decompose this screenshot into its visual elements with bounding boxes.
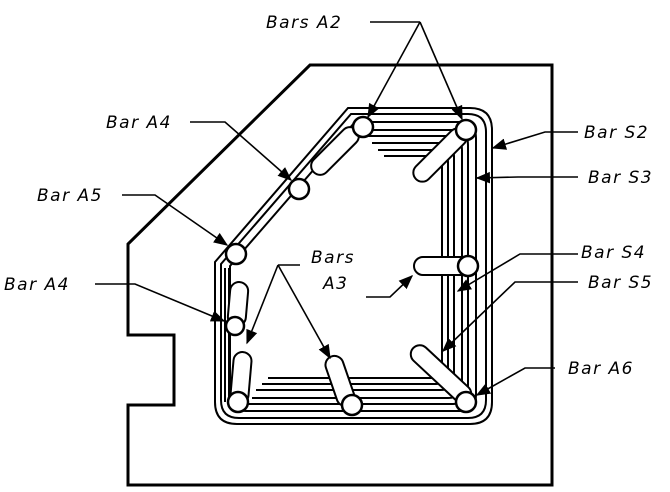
leader-bar-s3	[475, 171, 578, 184]
bar-a2-circle-right	[454, 118, 478, 142]
bar-a4-circle-diagonal	[287, 177, 311, 201]
leader-bar-s5	[441, 281, 578, 352]
leader-bars-a2-right-arrow	[419, 21, 463, 121]
label-bar-s2: Bar S2	[584, 123, 649, 143]
leader-bars-a2-left-arrow	[367, 21, 421, 119]
label-bars-a3-line2: A3	[322, 274, 348, 294]
bar-s4-circle	[456, 254, 480, 278]
leader-bar-a4-left	[95, 283, 226, 322]
bar-a5-circle	[224, 242, 248, 266]
stirrup-s2	[214, 107, 493, 425]
leader-bar-s2	[491, 131, 578, 150]
leader-bar-a5	[122, 194, 229, 246]
label-bar-s5: Bar S5	[588, 273, 653, 293]
label-bar-a5: Bar A5	[37, 186, 103, 206]
label-bar-a4-top: Bar A4	[106, 113, 172, 133]
label-bar-a6: Bar A6	[568, 359, 634, 379]
leader-bars-a3-left-arrow	[246, 264, 279, 345]
leader-bar-s4	[456, 253, 578, 292]
bar-a2-circle-left	[351, 115, 375, 139]
bar-a6-circle	[454, 390, 478, 414]
label-bar-s4: Bar S4	[581, 243, 646, 263]
label-bars-a3-line1: Bars	[311, 248, 355, 268]
label-bar-a4-left: Bar A4	[4, 275, 70, 295]
leader-bar-s4-from-a3	[366, 275, 414, 298]
bar-a3-circle-corner	[226, 390, 250, 414]
label-bar-s3: Bar S3	[588, 168, 653, 188]
leader-bars-a3-right-arrow	[277, 264, 331, 360]
column-section-outline	[126, 63, 554, 487]
bar-a4-circle-side	[224, 315, 246, 337]
stirrup-left-leg	[224, 268, 230, 402]
bar-a3-circle-middle	[340, 393, 364, 417]
label-bars-a2: Bars A2	[266, 13, 342, 33]
leader-bar-a6	[475, 367, 555, 396]
leader-bar-a4-top	[190, 121, 293, 181]
